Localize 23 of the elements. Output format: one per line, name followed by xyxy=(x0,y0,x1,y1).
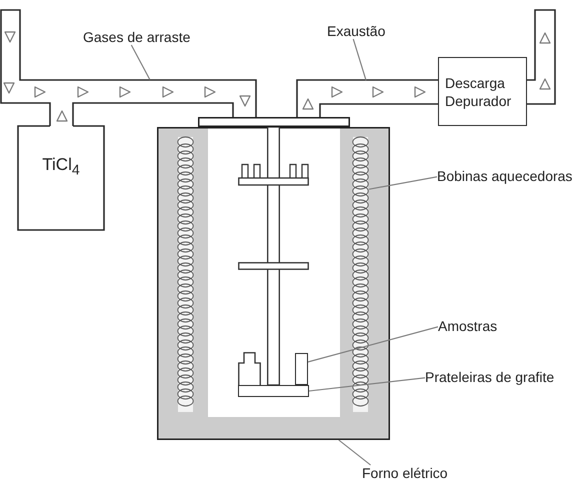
part-label: Exaustão xyxy=(327,23,386,39)
exhaust-pipe xyxy=(296,79,440,118)
leader-line xyxy=(130,44,150,80)
part-label: Bobinas aquecedoras xyxy=(437,168,572,184)
heating-coil xyxy=(177,137,194,412)
leader-line xyxy=(308,326,438,362)
leader-line xyxy=(352,38,367,80)
sample-block xyxy=(238,352,261,385)
graphite-shelf xyxy=(238,385,309,397)
gas-pipe xyxy=(0,9,258,127)
heating-coil xyxy=(352,137,369,412)
scrubber-unit xyxy=(438,57,527,126)
unit-label: Descarga Depurador xyxy=(445,74,512,110)
part-label: Forno elétrico xyxy=(362,465,448,481)
leader-line xyxy=(308,377,426,392)
outlet-pipe xyxy=(526,9,557,105)
part-label: Amostras xyxy=(438,318,498,334)
tank-label: TiCl$_{4}$ xyxy=(42,155,80,180)
sample-block xyxy=(295,353,308,385)
leader-line xyxy=(338,440,371,466)
leader-line xyxy=(368,176,438,190)
part-label: Gases de arraste xyxy=(83,29,190,45)
part-label: Prateleiras de grafite xyxy=(425,369,554,385)
